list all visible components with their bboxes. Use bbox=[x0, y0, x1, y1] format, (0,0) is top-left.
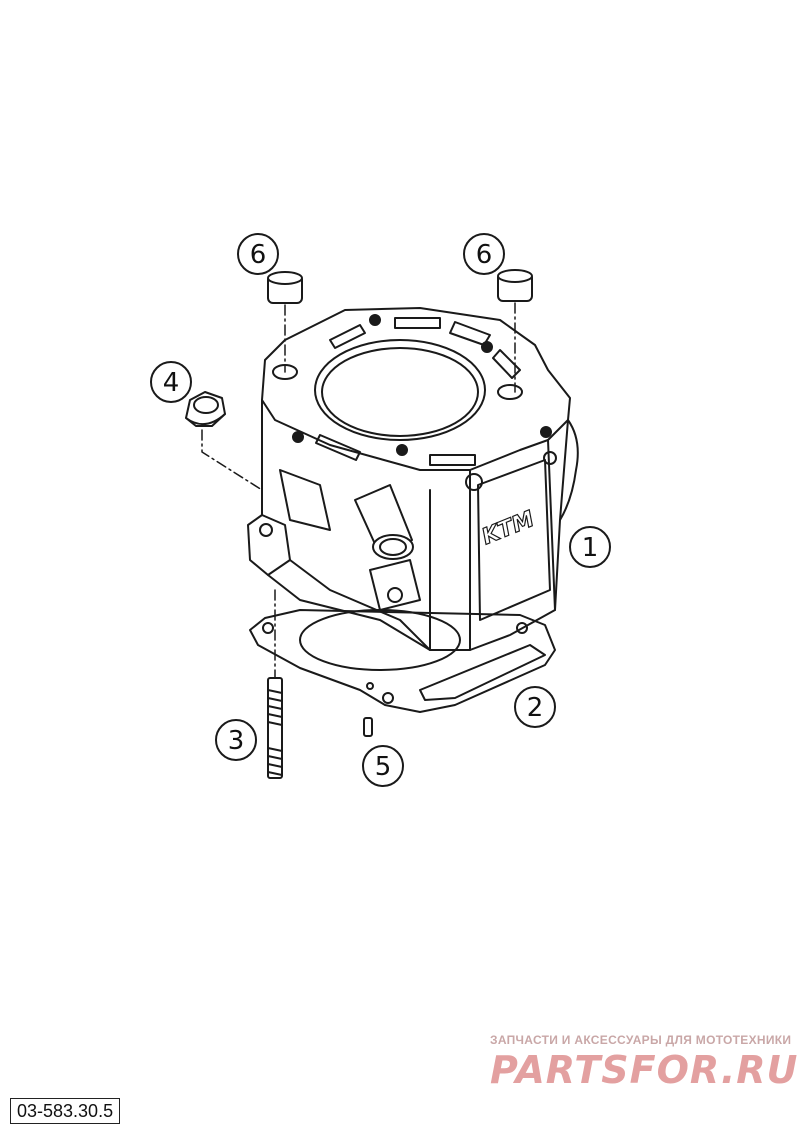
callout-6-right: 6 bbox=[463, 233, 505, 275]
svg-text:6: 6 bbox=[476, 240, 493, 270]
collar-nut bbox=[185, 391, 226, 427]
cylinder-body bbox=[247, 307, 579, 651]
svg-text:1: 1 bbox=[582, 533, 599, 563]
callout-5: 5 bbox=[362, 745, 404, 787]
ktm-logo: KTM bbox=[478, 507, 537, 550]
callout-6-left: 6 bbox=[237, 233, 279, 275]
watermark-tagline: ЗАПЧАСТИ И АКСЕССУАРЫ ДЛЯ МОТОТЕХНИКИ bbox=[490, 1033, 792, 1047]
callout-4: 4 bbox=[150, 361, 192, 403]
callout-2: 2 bbox=[514, 686, 556, 728]
svg-text:5: 5 bbox=[375, 752, 392, 782]
stud-bolt bbox=[267, 677, 283, 779]
svg-text:4: 4 bbox=[163, 368, 180, 398]
callout-1: 1 bbox=[569, 526, 611, 568]
callout-3: 3 bbox=[215, 719, 257, 761]
dowel-sleeve-right bbox=[497, 269, 533, 302]
base-gasket bbox=[249, 609, 556, 713]
svg-text:6: 6 bbox=[250, 240, 267, 270]
svg-text:3: 3 bbox=[228, 726, 245, 756]
dowel-sleeve-left bbox=[267, 271, 303, 304]
reference-number: 03-583.30.5 bbox=[10, 1098, 121, 1124]
dowel-pin bbox=[363, 717, 373, 737]
svg-text:2: 2 bbox=[527, 693, 544, 723]
watermark-logo: PARTSFOR.RU bbox=[490, 1048, 799, 1092]
